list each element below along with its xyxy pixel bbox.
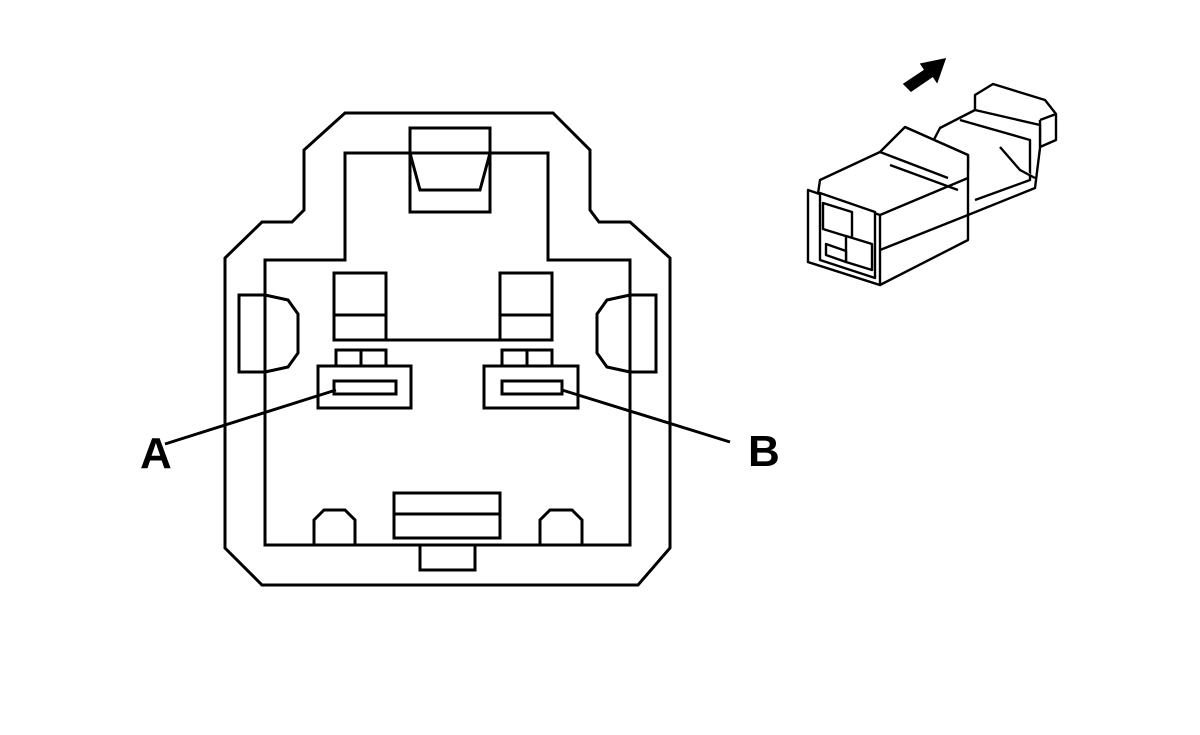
connector-face-view: A B — [140, 111, 780, 587]
housing-cavity — [263, 151, 632, 547]
left-foot — [312, 508, 357, 545]
top-latch — [408, 126, 492, 214]
terminal-a-leader — [164, 388, 337, 446]
terminal-a-cavity — [316, 271, 413, 410]
connector-isometric-view — [806, 57, 1058, 287]
terminal-b-cavity — [482, 271, 580, 410]
terminal-a-contact — [332, 379, 398, 396]
right-foot — [538, 508, 584, 545]
housing-outline — [223, 111, 672, 587]
terminal-b-leader — [561, 388, 731, 444]
left-side-latch — [237, 293, 300, 374]
arrow-up-right-icon — [902, 57, 947, 92]
terminal-a-label: A — [140, 429, 172, 478]
terminal-b-label: B — [748, 427, 780, 476]
right-side-latch — [595, 293, 658, 374]
bottom-key — [392, 491, 502, 572]
terminal-b-contact — [500, 379, 564, 396]
